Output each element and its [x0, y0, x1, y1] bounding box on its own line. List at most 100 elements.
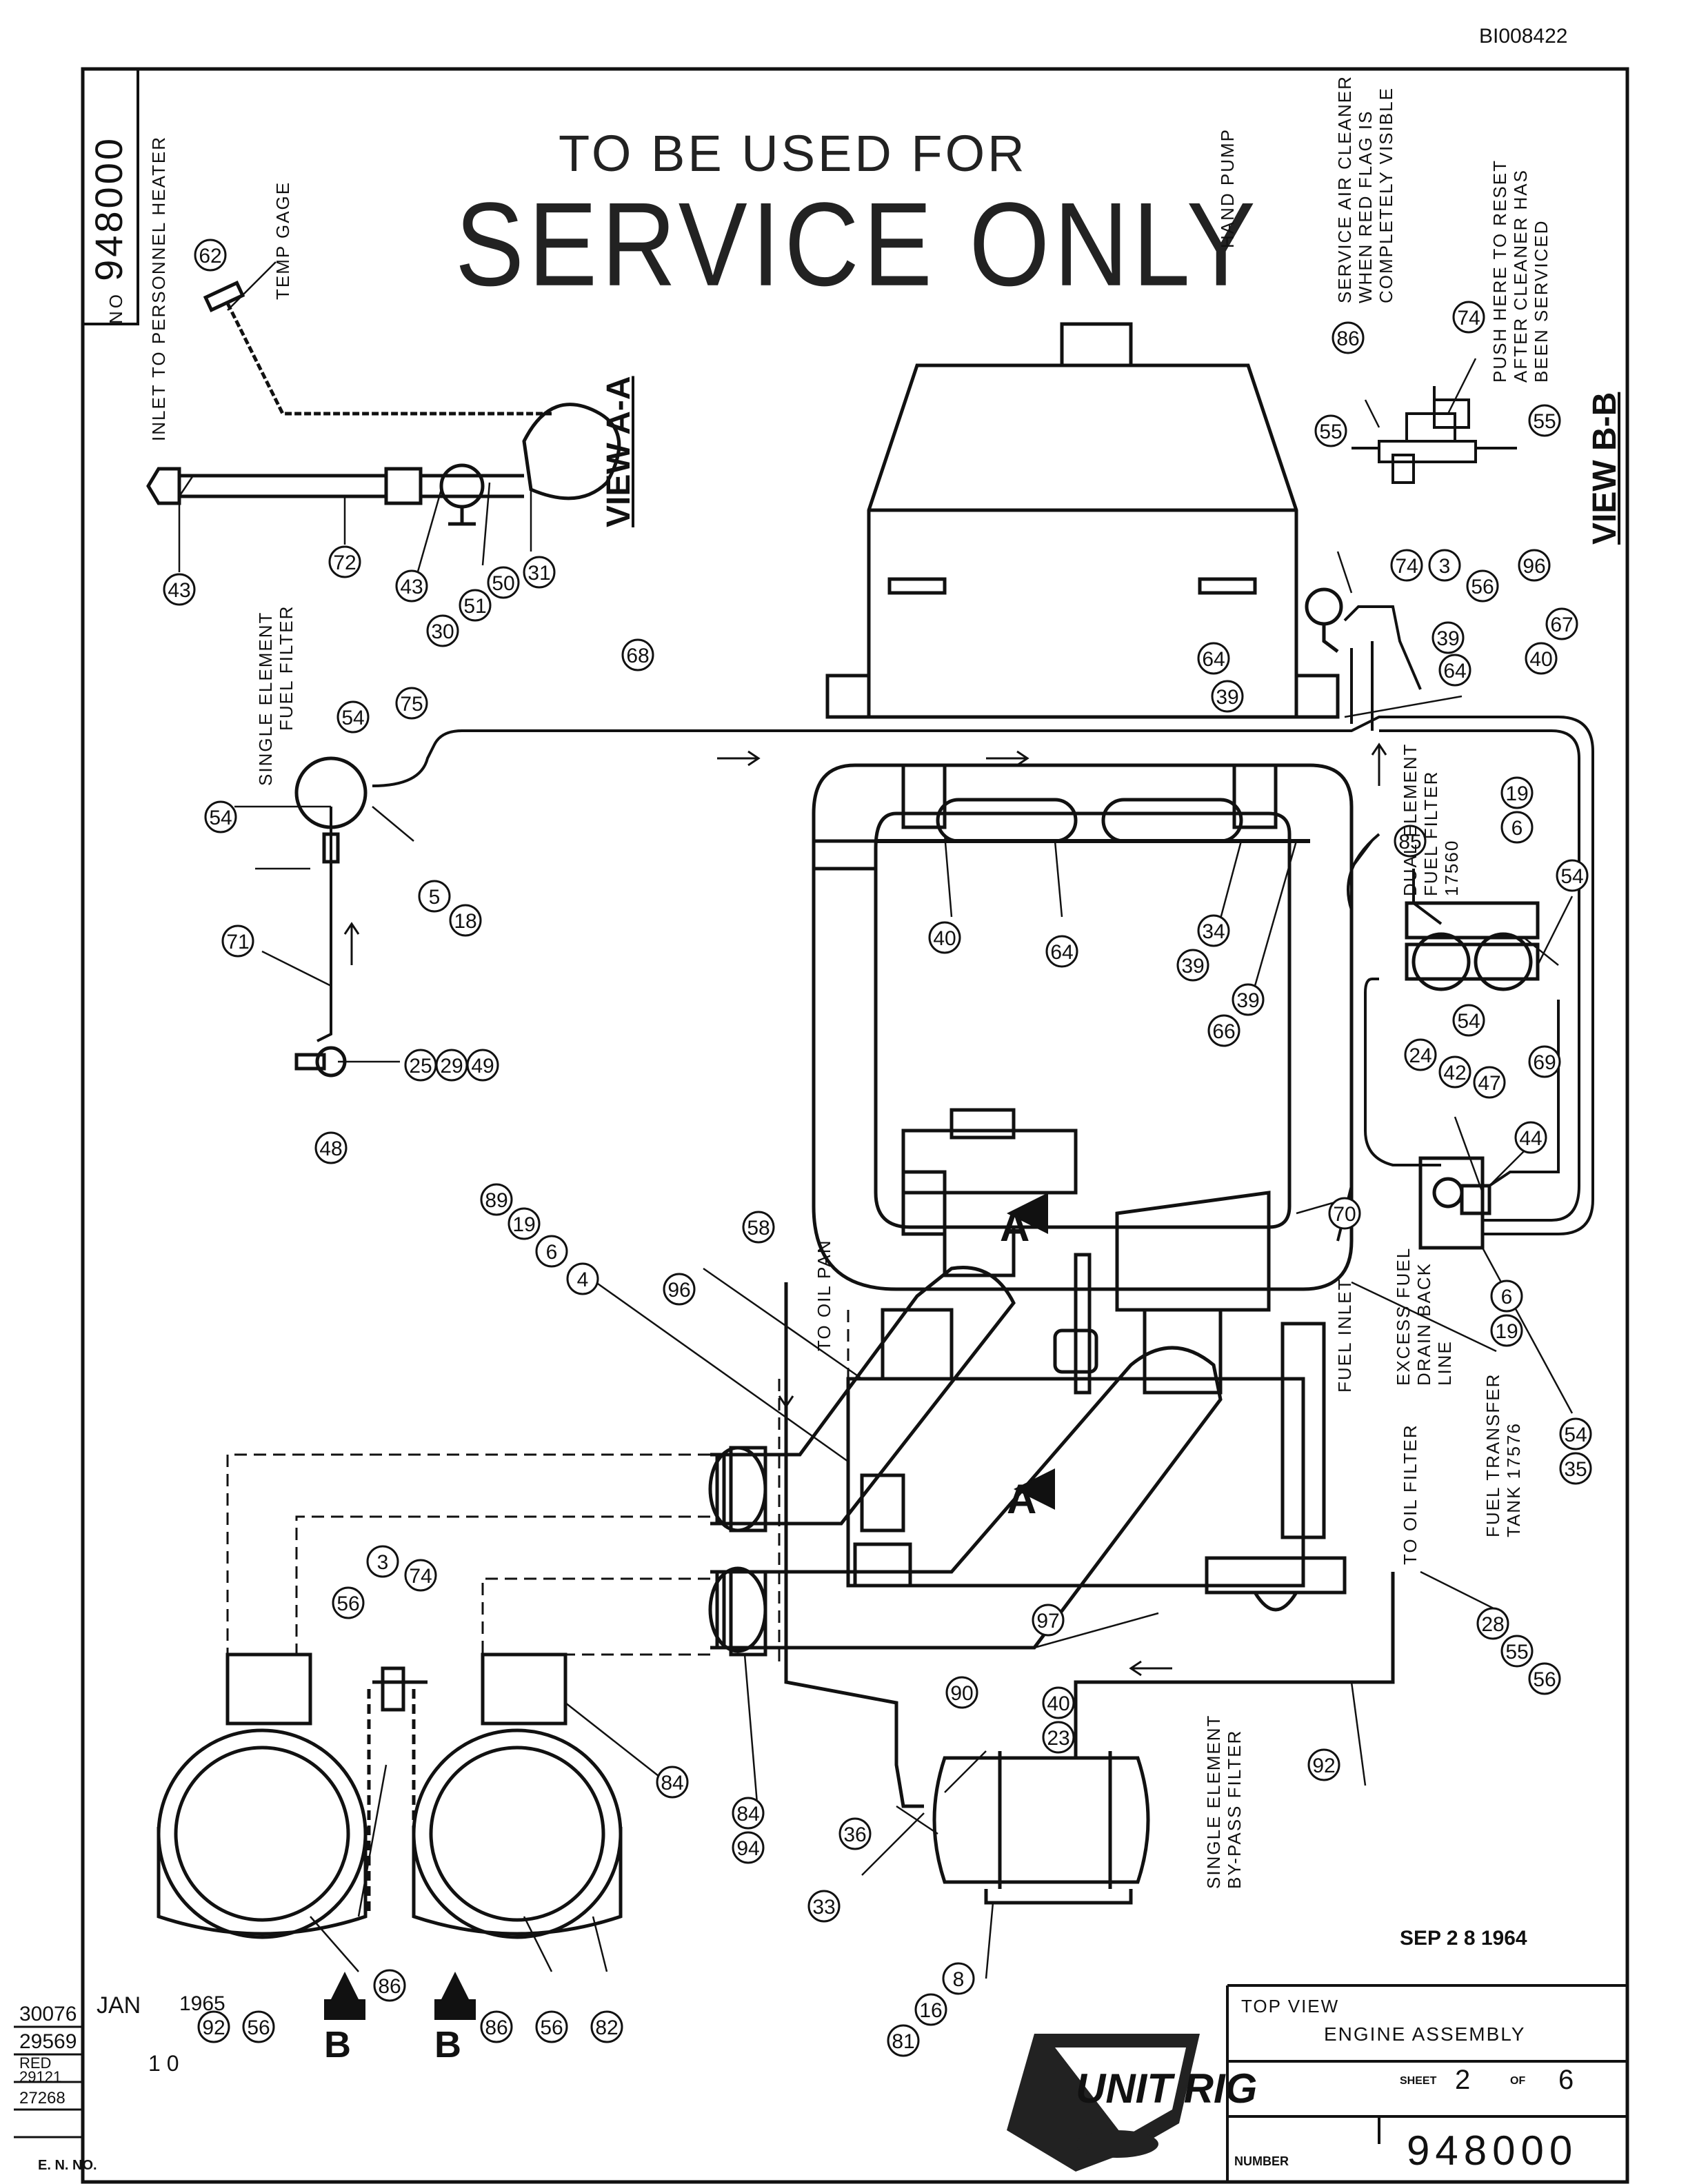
callout-85-label: 85: [1398, 831, 1421, 853]
callout-43b: 43: [395, 569, 428, 603]
callout-56a-label: 56: [1471, 576, 1494, 598]
callout-56a: 56: [1466, 569, 1499, 603]
callout-86a: 86: [1332, 321, 1365, 354]
label-service-air-3: COMPLETELY VISIBLE: [1376, 87, 1396, 303]
callout-34: 34: [1197, 914, 1230, 947]
callout-42: 42: [1438, 1055, 1471, 1089]
label-dual-filter-3: 17560: [1441, 839, 1462, 896]
callout-70-label: 70: [1333, 1203, 1356, 1226]
callout-19b: 19: [1500, 776, 1534, 809]
callout-39b-label: 39: [1236, 989, 1259, 1012]
callout-71: 71: [221, 924, 254, 958]
callout-64c: 64: [1438, 654, 1471, 687]
callout-51: 51: [459, 589, 492, 622]
callout-36-label: 36: [843, 1823, 866, 1846]
callout-86c: 86: [480, 2010, 513, 2043]
engine-block: [825, 322, 1340, 719]
callout-19a-label: 19: [512, 1213, 535, 1236]
callout-51-label: 51: [463, 595, 486, 618]
callout-58: 58: [742, 1211, 775, 1244]
label-push-reset-1: PUSH HERE TO RESET: [1489, 159, 1510, 383]
document-code: BI008422: [1479, 25, 1568, 48]
callout-86c-label: 86: [485, 2016, 508, 2039]
callout-74b-label: 74: [1395, 555, 1418, 578]
callout-8: 8: [942, 1962, 975, 1995]
callout-74a-label: 74: [1457, 307, 1480, 330]
label-transfer-tank-1: FUEL TRANSFER: [1483, 1373, 1503, 1537]
air-intake-ducts: [708, 1266, 1223, 1657]
callout-40a-label: 40: [933, 927, 956, 950]
callout-85: 85: [1394, 825, 1427, 858]
callout-89: 89: [480, 1183, 513, 1216]
callout-54c-label: 54: [1560, 865, 1583, 888]
callout-90: 90: [945, 1676, 978, 1709]
fuel-transfer-tank: [1418, 1156, 1491, 1250]
callout-40c-label: 40: [1047, 1692, 1069, 1715]
callout-circles: 62 43 72 43 30 51 50 31 68 54 75 54 5 18…: [163, 239, 1592, 2057]
title-block: [1226, 1984, 1627, 2182]
sheet-number: 2: [1455, 2065, 1471, 2095]
callout-18: 18: [449, 904, 482, 937]
bypass-filter: [784, 1282, 1395, 1905]
sheet-total: 6: [1558, 2065, 1574, 2095]
callout-71-label: 71: [226, 931, 249, 953]
callout-54b-label: 54: [209, 807, 232, 829]
label-temp-gage: TEMP GAGE: [272, 181, 293, 300]
callout-84a-label: 84: [661, 1772, 683, 1794]
callout-44: 44: [1514, 1121, 1547, 1154]
dashed-routing: [226, 1310, 850, 1668]
callout-70: 70: [1328, 1197, 1361, 1230]
callout-64a-label: 64: [1050, 941, 1073, 964]
label-inlet-heater: INLET TO PERSONNEL HEATER: [148, 136, 169, 441]
callout-74a: 74: [1452, 301, 1485, 334]
callout-81: 81: [887, 2024, 920, 2057]
callout-3a: 3: [1428, 549, 1461, 582]
callout-6c-label: 6: [1501, 1286, 1513, 1308]
callout-67: 67: [1545, 607, 1578, 640]
callout-16: 16: [914, 1993, 947, 2026]
callout-55c-label: 55: [1505, 1641, 1528, 1664]
callout-3b-label: 3: [377, 1551, 389, 1574]
label-push-reset-3: BEEN SERVICED: [1531, 219, 1551, 383]
revision-row4-no: 27268: [19, 2089, 66, 2107]
callout-23: 23: [1042, 1721, 1075, 1754]
label-excess-fuel-3: LINE: [1434, 1340, 1455, 1386]
callout-66-label: 66: [1212, 1020, 1235, 1043]
callout-43a-label: 43: [168, 579, 190, 602]
callout-40b: 40: [1525, 642, 1558, 675]
section-mark-b1: B: [324, 2024, 351, 2065]
heater-line: [146, 281, 621, 526]
callout-40b-label: 40: [1529, 648, 1552, 671]
revision-row2-no: 29569: [19, 2030, 77, 2053]
label-excess-fuel-1: EXCESS FUEL: [1393, 1246, 1414, 1386]
callout-56c-label: 56: [336, 1593, 359, 1615]
callout-54e-label: 54: [1564, 1424, 1587, 1446]
dual-fuel-filter: [1405, 901, 1540, 991]
revision-row3-b: 29121: [19, 2068, 62, 2085]
label-excess-fuel-2: DRAIN BACK: [1414, 1262, 1434, 1386]
unit-rig-logo: [1007, 2034, 1200, 2172]
section-mark-a1: A: [1000, 1204, 1030, 1250]
callout-34-label: 34: [1202, 920, 1225, 943]
callout-64b: 64: [1197, 642, 1230, 675]
stamp-line-1: TO BE USED FOR: [559, 125, 1027, 182]
callout-40c: 40: [1042, 1686, 1075, 1719]
callout-62-label: 62: [199, 245, 221, 267]
callout-30-label: 30: [431, 620, 454, 643]
callout-54d-label: 54: [1457, 1010, 1480, 1033]
section-arrows: [324, 1193, 1055, 2020]
callout-33-label: 33: [812, 1896, 835, 1919]
revision-row1-year: 1965: [179, 1992, 225, 2015]
callout-6a: 6: [535, 1235, 568, 1268]
callout-55a: 55: [1314, 414, 1347, 447]
drawing-number-box: [81, 68, 139, 325]
callout-5: 5: [418, 880, 451, 913]
revision-mark: 1 0: [148, 2051, 179, 2076]
revision-row3-a: RED: [19, 2054, 52, 2072]
label-dual-filter-2: FUEL FILTER: [1420, 770, 1441, 896]
unit-rig-logo-text: UNIT RIG: [1076, 2065, 1257, 2112]
callout-39d: 39: [1431, 621, 1465, 654]
callout-64a: 64: [1045, 935, 1078, 968]
number-label: NUMBER: [1234, 2154, 1289, 2168]
callout-86b: 86: [373, 1969, 406, 2002]
